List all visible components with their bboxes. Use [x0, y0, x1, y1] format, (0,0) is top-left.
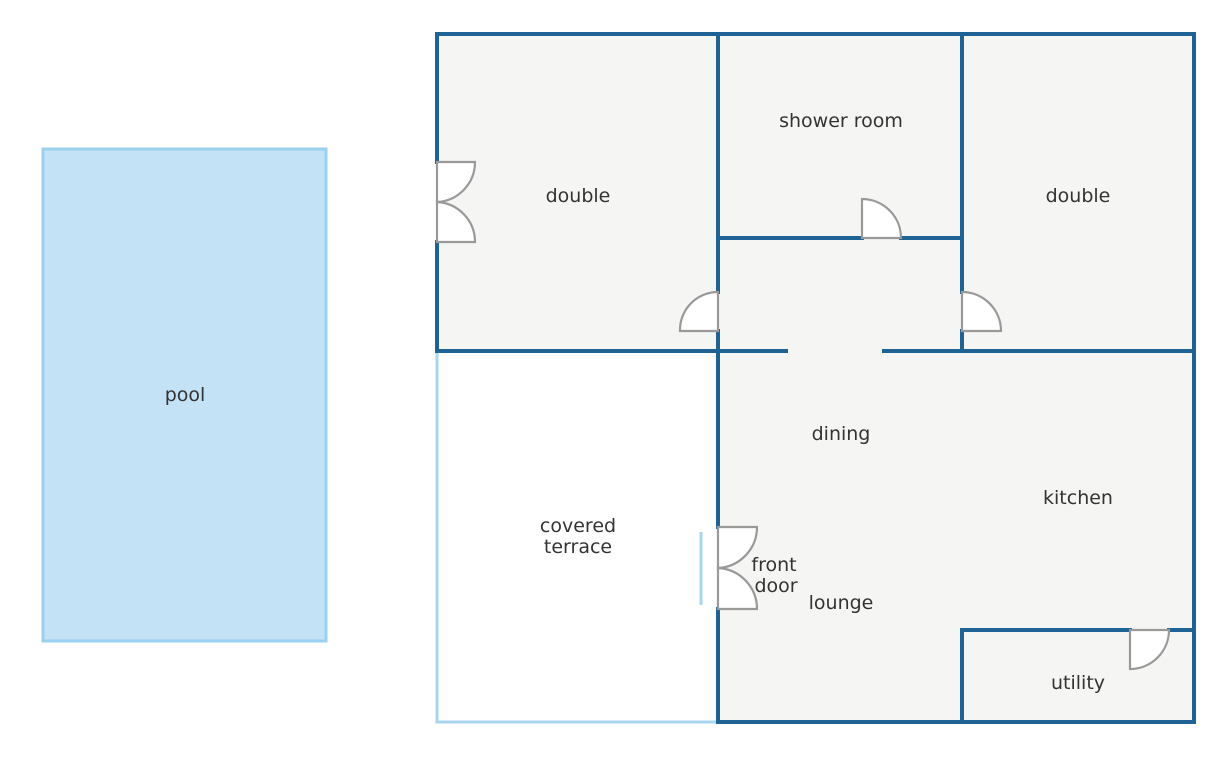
room-label-double-right: double	[1046, 185, 1111, 207]
room-label-covered-terrace-line2: terrace	[544, 536, 612, 558]
room-label-shower-room: shower room	[779, 110, 903, 132]
door-utility	[1128, 628, 1171, 671]
label-front-door-line2: door	[754, 575, 797, 597]
door-right-double	[960, 290, 1003, 333]
room-label-covered-terrace-line1: covered	[540, 515, 616, 537]
door-left-double	[678, 290, 720, 333]
pool	[41, 147, 328, 643]
room-label-kitchen: kitchen	[1043, 487, 1113, 509]
walls	[435, 32, 1196, 724]
room-label-double-left: double	[546, 185, 611, 207]
covered-terrace-outline	[435, 351, 718, 724]
door-shower-room	[860, 197, 903, 240]
doors	[435, 160, 1171, 671]
room-label-dining: dining	[812, 423, 871, 445]
room-label-lounge: lounge	[809, 592, 874, 614]
pool-label: pool	[165, 384, 206, 406]
label-front-door-line1: front	[751, 554, 796, 576]
house-floor-lower	[718, 351, 1195, 723]
room-label-utility: utility	[1051, 672, 1105, 694]
house-floor-upper	[437, 34, 1195, 351]
